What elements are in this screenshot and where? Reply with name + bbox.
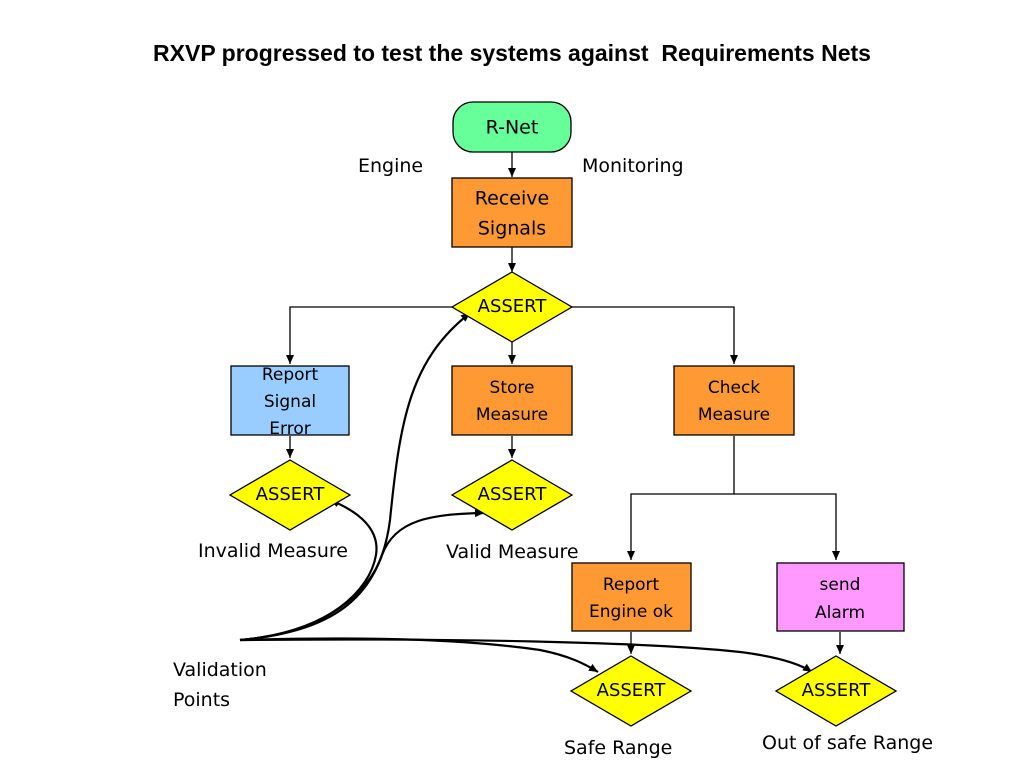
curve-to-assert-unsafe [239, 638, 813, 673]
assert-top-diamond [450, 271, 574, 343]
check-measure-line2: Measure [698, 405, 770, 425]
assert-safe-diamond [569, 655, 693, 727]
validation-curves [239, 312, 813, 673]
report-signal-error-line2: Signal [264, 392, 316, 412]
label-engine: Engine [358, 155, 423, 177]
curve-to-assert-safe [239, 637, 599, 673]
label-safe-range: Safe Range [564, 737, 672, 759]
label-valid-measure: Valid Measure [446, 541, 579, 563]
edge-assert-check [572, 306, 738, 364]
report-signal-error-line3: Error [269, 419, 310, 439]
rnet-node [452, 101, 572, 153]
curve-to-assert-valid [239, 509, 485, 642]
send-alarm-line2: Alarm [815, 603, 865, 623]
assert-top-label: ASSERT [478, 296, 548, 317]
connectors [286, 152, 844, 654]
report-engine-ok-box [571, 562, 692, 632]
slide-title: RXVP progressed to test the systems agai… [153, 40, 871, 66]
assert-invalid-label: ASSERT [256, 484, 326, 505]
report-signal-error-line1: Report [262, 365, 319, 385]
label-validation-points-line2: Points [173, 689, 230, 711]
receive-signals-box [451, 177, 573, 248]
assert-unsafe-diamond [774, 655, 898, 727]
receive-signals-line1: Receive [475, 188, 549, 210]
label-invalid-measure: Invalid Measure [198, 540, 348, 562]
report-engine-ok-line2: Engine ok [589, 602, 673, 622]
assert-valid-label: ASSERT [478, 484, 548, 505]
assert-valid-diamond [450, 459, 574, 531]
label-monitoring: Monitoring [582, 155, 684, 177]
edge-assert-report-error [286, 306, 452, 364]
report-signal-error-box [230, 365, 350, 436]
check-measure-line1: Check [708, 378, 760, 398]
assert-safe-label: ASSERT [597, 680, 667, 701]
label-out-of-safe-range: Out of safe Range [762, 732, 933, 754]
edge-check-split [627, 436, 735, 560]
rnet-label: R-Net [486, 117, 539, 139]
send-alarm-box [776, 562, 905, 632]
report-engine-ok-line1: Report [603, 575, 660, 595]
curve-to-assert-invalid [239, 498, 378, 642]
store-measure-line1: Store [490, 378, 535, 398]
assert-invalid-diamond [228, 459, 352, 531]
assert-unsafe-label: ASSERT [802, 680, 872, 701]
label-validation-points-line1: Validation [173, 659, 267, 681]
receive-signals-line2: Signals [478, 218, 546, 240]
edge-check-alarm [734, 493, 840, 560]
send-alarm-line1: send [820, 575, 861, 595]
check-measure-box [673, 365, 795, 436]
store-measure-box [451, 365, 573, 436]
store-measure-line2: Measure [476, 405, 548, 425]
curve-to-assert-top [239, 312, 471, 642]
